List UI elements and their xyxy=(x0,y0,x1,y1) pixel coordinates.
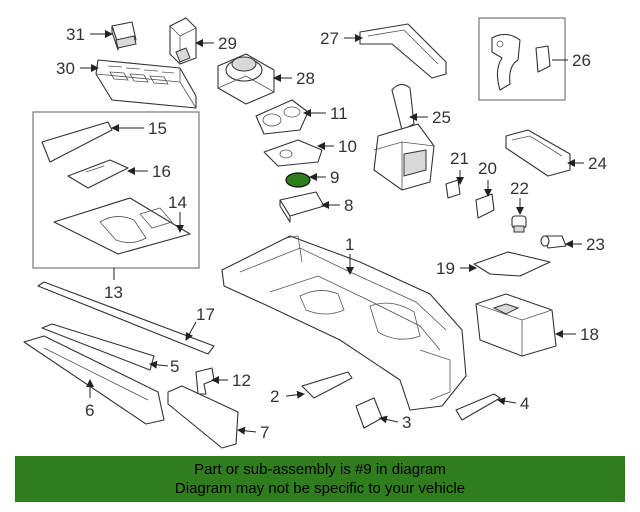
callout-4: 4 xyxy=(520,394,529,413)
callout-30: 30 xyxy=(56,59,75,78)
callout-3: 3 xyxy=(402,413,411,432)
banner-line-disclaimer: Diagram may not be specific to your vehi… xyxy=(174,480,466,497)
callout-18: 18 xyxy=(580,325,599,344)
part-30-switch-panel xyxy=(95,59,197,109)
part-12-bracket xyxy=(195,367,215,395)
callout-16: 16 xyxy=(152,162,171,181)
callout-11: 11 xyxy=(330,104,348,123)
part-8-lid xyxy=(279,191,325,223)
part-20-clip xyxy=(475,193,495,219)
part-22-socket xyxy=(511,215,527,233)
callout-13: 13 xyxy=(104,283,123,302)
callout-9: 9 xyxy=(330,168,339,187)
part-11-trim xyxy=(255,99,309,135)
callout-21: 21 xyxy=(450,149,469,168)
part-9-highlighted xyxy=(285,172,311,188)
leader-5 xyxy=(149,360,169,369)
part-14-bezel xyxy=(53,197,191,255)
leader-17 xyxy=(185,321,197,341)
part-18-bin xyxy=(475,293,557,357)
callout-10: 10 xyxy=(338,137,357,156)
callout-14: 14 xyxy=(168,193,187,212)
callout-6: 6 xyxy=(85,401,94,420)
callout-1: 1 xyxy=(345,235,354,254)
part-1-center-console xyxy=(221,235,467,411)
part-31-switch xyxy=(111,21,137,51)
callout-29: 29 xyxy=(218,34,237,53)
callout-15: 15 xyxy=(148,119,167,138)
callout-28: 28 xyxy=(296,69,315,88)
callout-26: 26 xyxy=(572,51,591,70)
part-7-panel xyxy=(167,385,239,449)
part-21-bracket xyxy=(445,179,461,199)
part-16-mat xyxy=(67,159,129,189)
part-25-shifter xyxy=(373,83,435,191)
part-23-outlet xyxy=(540,235,567,249)
inset-box-26 xyxy=(478,17,566,101)
callout-27: 27 xyxy=(320,29,339,48)
callout-2: 2 xyxy=(270,387,279,406)
callout-24: 24 xyxy=(588,154,607,173)
leader-4 xyxy=(497,397,517,406)
leader-2 xyxy=(285,390,305,399)
callout-8: 8 xyxy=(344,196,353,215)
leader-lines xyxy=(80,30,584,435)
callout-17: 17 xyxy=(196,305,215,324)
callout-23: 23 xyxy=(586,235,605,254)
part-3-bracket xyxy=(355,397,383,429)
callout-22: 22 xyxy=(510,179,529,198)
inset-box-13 xyxy=(32,111,200,269)
leader-7 xyxy=(237,426,257,435)
part-28-controller xyxy=(217,53,275,105)
part-29-switch xyxy=(169,17,197,65)
part-4-bracket xyxy=(455,393,501,421)
callout-12: 12 xyxy=(232,371,251,390)
part-27-trim xyxy=(359,23,447,79)
part-19-pad xyxy=(473,251,551,277)
callout-5: 5 xyxy=(170,357,179,376)
part-26-clips xyxy=(491,33,551,91)
part-24-tray xyxy=(505,129,571,177)
part-17-molding xyxy=(37,281,215,355)
callout-25: 25 xyxy=(432,108,451,127)
exploded-parts-diagram: 31 29 30 28 27 26 11 10 9 8 25 21 20 22 … xyxy=(23,17,607,449)
callout-20: 20 xyxy=(478,159,497,178)
notice-banner: Part or sub-assembly is #9 in diagram Di… xyxy=(15,456,625,502)
callout-19: 19 xyxy=(436,259,455,278)
leader-3 xyxy=(379,415,399,424)
callout-labels: 31 29 30 28 27 26 11 10 9 8 25 21 20 22 … xyxy=(56,25,607,442)
callout-7: 7 xyxy=(260,423,269,442)
callout-31: 31 xyxy=(66,25,85,44)
part-5-molding xyxy=(41,323,155,371)
part-10-mat xyxy=(263,139,323,167)
part-15-trim xyxy=(41,121,113,163)
banner-line-part-number: Part or sub-assembly is #9 in diagram xyxy=(194,461,446,478)
part-6-side-panel xyxy=(23,335,165,425)
part-2-bracket xyxy=(301,371,353,399)
